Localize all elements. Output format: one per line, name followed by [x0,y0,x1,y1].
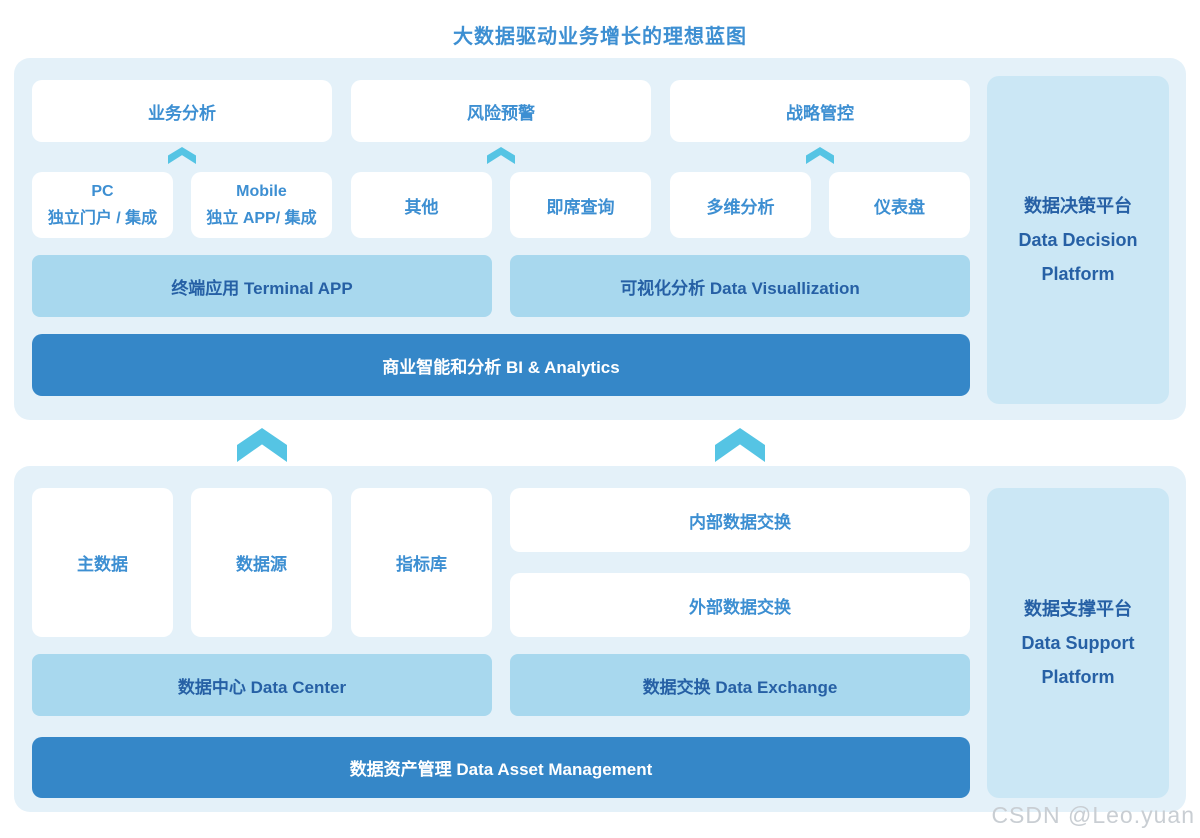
box-label: 风险预警 [467,103,535,123]
bar-data-exchange: 数据交换 Data Exchange [510,654,970,716]
data-support-platform-panel: 数据支撑平台 Data Support Platform [987,488,1169,798]
box-multidim-analysis: 多维分析 [670,172,811,238]
box-adhoc-query: 即席查询 [510,172,651,238]
bar-terminal-app: 终端应用 Terminal APP [32,255,492,317]
box-label: 其他 [404,197,439,217]
box-label: 战略管控 [786,103,854,123]
box-label: Mobile 独立 APP/ 集成 [206,183,317,227]
box-mobile-app: Mobile 独立 APP/ 集成 [191,172,332,238]
chevron-up-icon [168,147,196,164]
bar-data-center: 数据中心 Data Center [32,654,492,716]
bar-label: 数据中心 Data Center [177,677,347,697]
box-data-source: 数据源 [191,488,332,637]
csdn-watermark: CSDN @Leo.yuan [991,802,1195,828]
box-master-data: 主数据 [32,488,173,637]
bar-bi-analytics: 商业智能和分析 BI & Analytics [32,334,970,396]
bar-label: 数据资产管理 Data Asset Management [349,760,653,779]
box-label: 内部数据交换 [689,512,791,532]
box-label: 多维分析 [706,197,775,217]
box-label: 主数据 [77,555,128,574]
box-label: 业务分析 [148,103,216,123]
bar-label: 商业智能和分析 BI & Analytics [382,357,620,377]
box-other: 其他 [351,172,492,238]
box-strategic-control: 战略管控 [670,80,970,142]
chevron-up-icon [237,428,287,462]
support-platform-section: 主数据 数据源 指标库 内部数据交换 外部数据交换 数据中心 Data Cent… [14,466,1186,812]
box-label: 数据源 [236,555,287,574]
panel-label: 数据支撑平台 Data Support Platform [1021,599,1135,687]
chevron-up-icon [715,428,765,462]
diagram-title: 大数据驱动业务增长的理想蓝图 [453,26,747,48]
box-pc-portal: PC 独立门户 / 集成 [32,172,173,238]
bar-data-visualization: 可视化分析 Data Visuallization [510,255,970,317]
panel-label: 数据决策平台 Data Decision Platform [1018,196,1138,284]
box-label: 仪表盘 [874,197,925,217]
box-business-analysis: 业务分析 [32,80,332,142]
bar-label: 可视化分析 Data Visuallization [620,278,860,298]
box-label: PC 独立门户 / 集成 [47,183,158,227]
bar-label: 终端应用 Terminal APP [171,278,353,298]
box-internal-data-exchange: 内部数据交换 [510,488,970,552]
bar-data-asset-management: 数据资产管理 Data Asset Management [32,737,970,798]
box-risk-warning: 风险预警 [351,80,651,142]
box-dashboard: 仪表盘 [829,172,970,238]
box-indicator-library: 指标库 [351,488,492,637]
box-label: 即席查询 [546,197,615,217]
box-external-data-exchange: 外部数据交换 [510,573,970,637]
box-label: 外部数据交换 [689,597,791,617]
box-label: 指标库 [396,555,447,574]
data-decision-platform-panel: 数据决策平台 Data Decision Platform [987,76,1169,404]
bar-label: 数据交换 Data Exchange [642,677,838,697]
chevron-up-icon [806,147,834,164]
decision-platform-section: 业务分析 风险预警 战略管控 PC 独立门户 / 集成 Mobile 独立 AP… [14,58,1186,420]
chevron-up-icon [487,147,515,164]
